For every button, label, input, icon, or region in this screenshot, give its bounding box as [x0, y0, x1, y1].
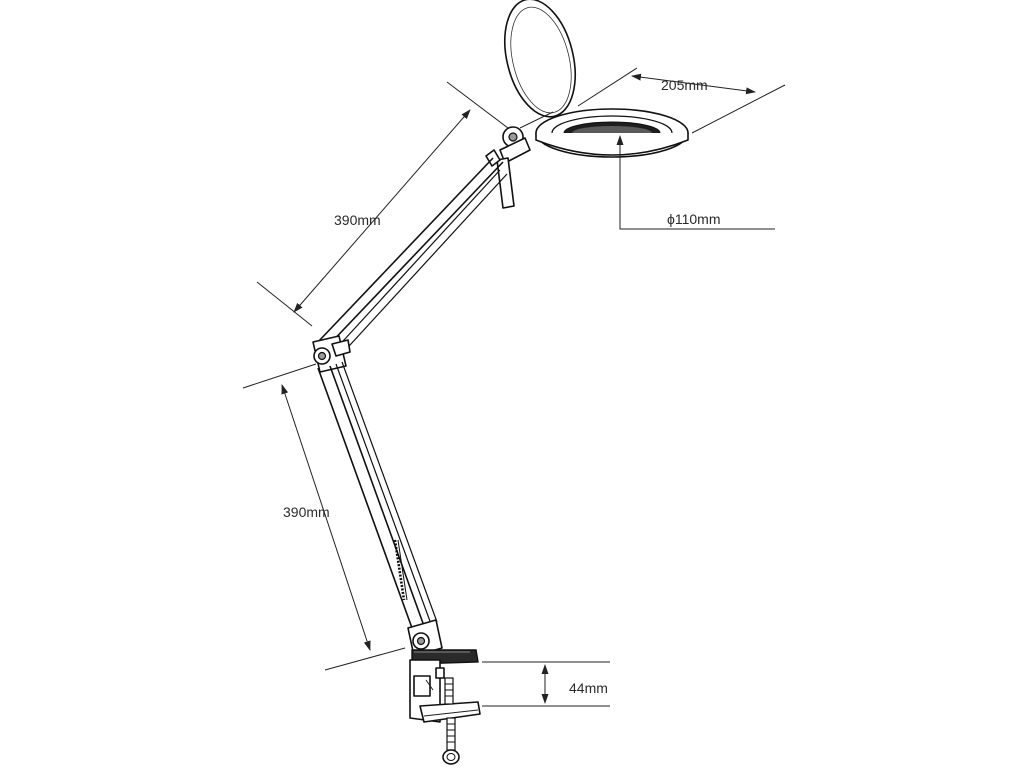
- base-joint: [407, 619, 443, 657]
- dimension-upper-arm: [256, 81, 509, 327]
- label-lower-arm: 390mm: [283, 504, 330, 520]
- dimension-lower-arm: [242, 363, 406, 671]
- lens-head: [535, 108, 689, 158]
- label-lens-diameter: ϕ110mm: [667, 211, 720, 227]
- desk-clamp: [409, 649, 481, 765]
- label-head-width: 205mm: [661, 77, 708, 93]
- magnifier-cover: [504, 0, 576, 129]
- dimension-head-width: [577, 67, 786, 134]
- lower-arm: [317, 361, 438, 629]
- elbow-joint: [312, 335, 351, 373]
- upper-arm: [316, 157, 508, 358]
- dimension-lens-diameter: [616, 135, 775, 230]
- label-upper-arm: 390mm: [334, 212, 381, 228]
- dimension-clamp-opening: [482, 661, 610, 707]
- head-joint: [485, 126, 531, 209]
- lamp-illustration: [312, 0, 689, 765]
- label-clamp-opening: 44mm: [569, 680, 608, 696]
